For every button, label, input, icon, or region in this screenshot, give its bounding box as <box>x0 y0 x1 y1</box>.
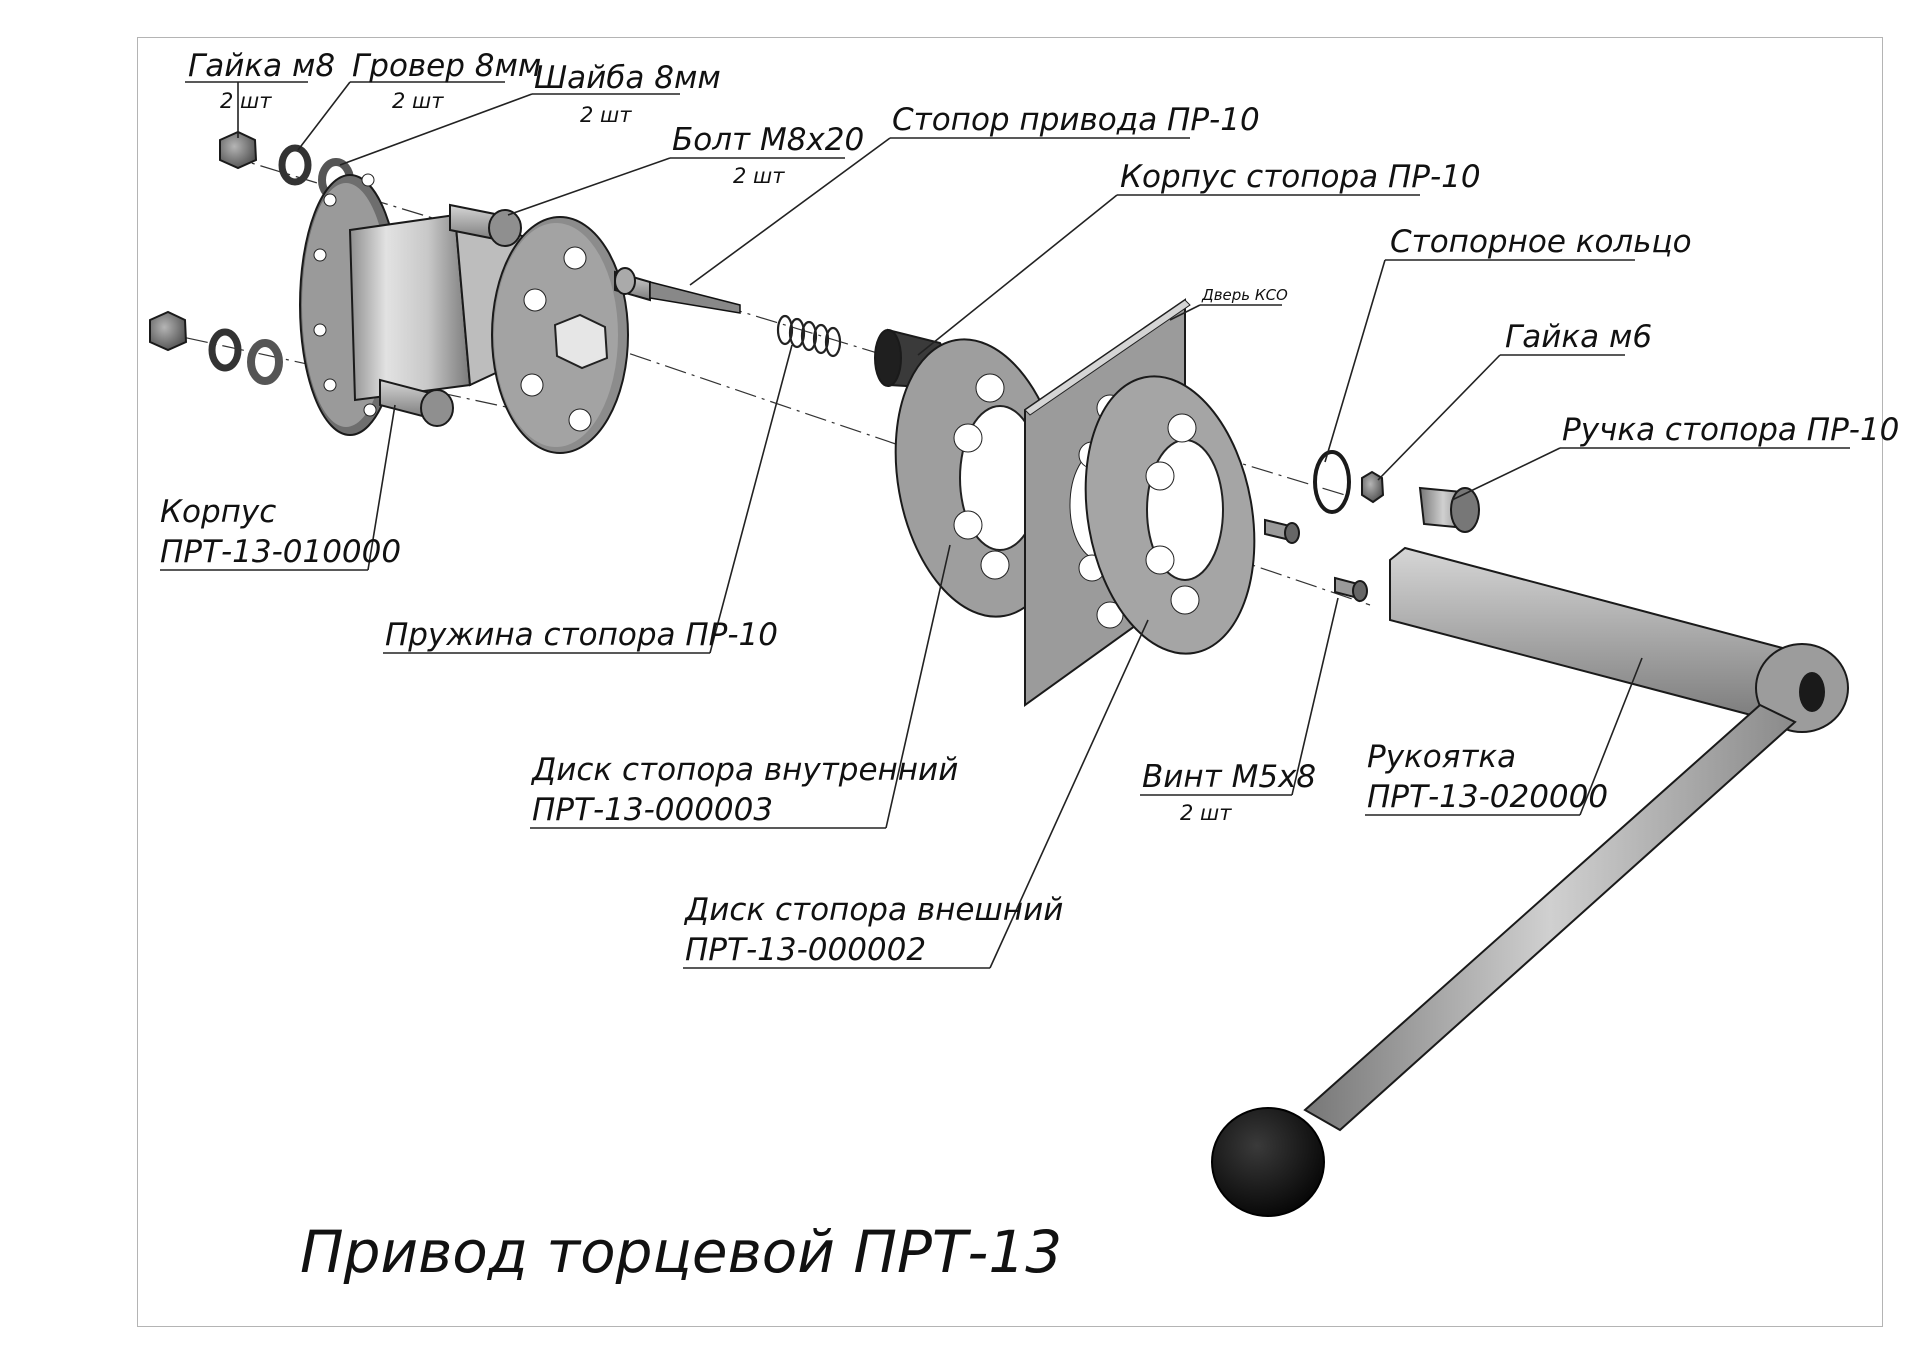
label-screw: Винт М5х8 <box>1142 759 1316 795</box>
label-door: Дверь КСО <box>1201 286 1288 304</box>
body-housing <box>299 173 629 454</box>
bolts <box>379 203 522 427</box>
label-disc-inner-code: ПРТ-13-000003 <box>532 792 773 828</box>
label-nut-m6: Гайка м6 <box>1505 319 1652 355</box>
nut-m8-bottom <box>149 310 188 352</box>
label-washer: Шайба 8мм <box>534 60 721 96</box>
grover-bottom <box>208 328 242 372</box>
inner-disc <box>894 338 1066 618</box>
label-bolt: Болт М8х20 <box>672 122 864 158</box>
label-handle: Рукоятка <box>1367 739 1516 775</box>
label-bolt-qty: 2 шт <box>733 164 785 188</box>
leader-lines <box>160 81 1850 969</box>
outer-disc <box>1084 375 1256 655</box>
label-disc-outer: Диск стопора внешний <box>683 892 1063 928</box>
label-screw-qty: 2 шт <box>1180 801 1232 825</box>
label-grover: Гровер 8мм <box>352 48 541 84</box>
label-nut-m8: Гайка м8 <box>188 48 335 84</box>
label-disc-inner: Диск стопора внутренний <box>530 752 958 788</box>
fasteners-bottom <box>149 310 283 385</box>
crank-handle <box>1211 546 1849 1217</box>
label-washer-qty: 2 шт <box>580 103 632 127</box>
label-spring: Пружина стопора ПР-10 <box>385 617 778 653</box>
grover-top <box>278 144 312 186</box>
drawing-title: Привод торцевой ПРТ-13 <box>300 1218 1062 1286</box>
spring <box>776 314 842 358</box>
label-ring: Стопорное кольцо <box>1390 224 1692 260</box>
label-handle-code: ПРТ-13-020000 <box>1367 779 1608 815</box>
label-disc-outer-code: ПРТ-13-000002 <box>685 932 926 968</box>
washer-bottom <box>247 339 283 385</box>
labels: Гайка м8 2 шт Гровер 8мм 2 шт Шайба 8мм … <box>160 48 1899 1286</box>
label-grover-qty: 2 шт <box>392 89 444 113</box>
label-nut-m8-qty: 2 шт <box>220 89 272 113</box>
drawing-frame <box>137 37 1883 1327</box>
label-body-code: ПРТ-13-010000 <box>160 534 401 570</box>
label-stopper-housing: Корпус стопора ПР-10 <box>1120 159 1481 195</box>
label-stopper: Стопор привода ПР-10 <box>892 102 1260 138</box>
label-stopper-handle: Ручка стопора ПР-10 <box>1562 412 1899 448</box>
stopper-pin <box>614 267 741 314</box>
label-body: Корпус <box>160 494 276 530</box>
